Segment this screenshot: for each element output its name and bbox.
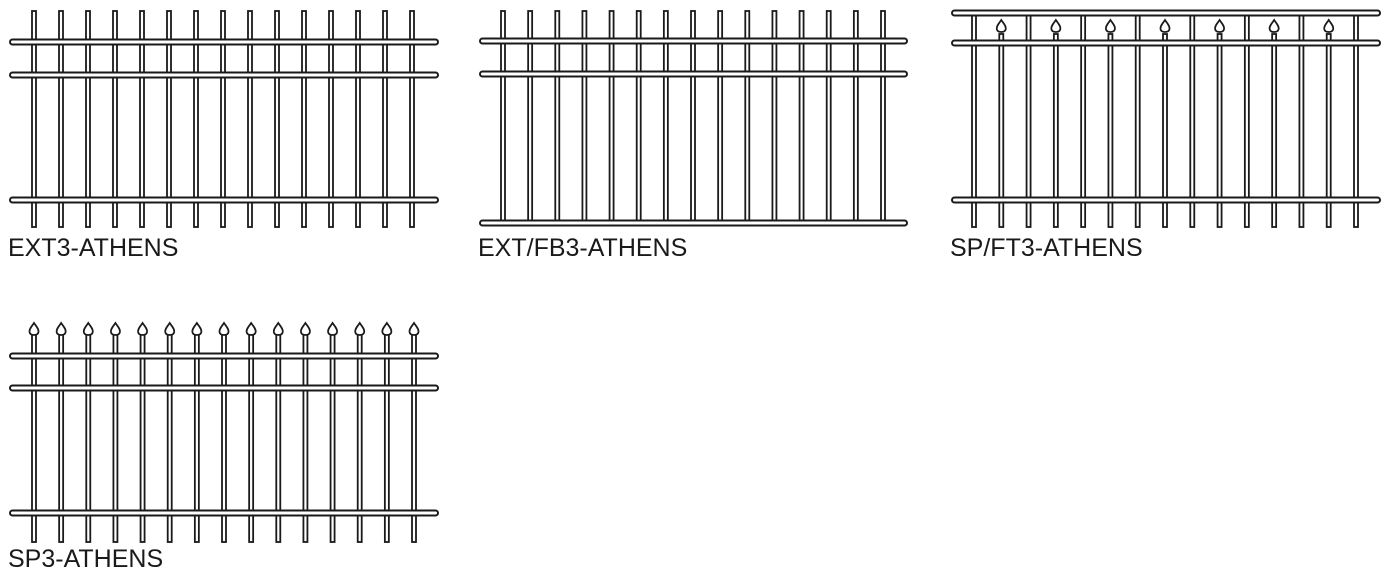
fence-drawing-extfb3 (479, 10, 908, 227)
spear-finial-2 (995, 18, 1007, 33)
picket-4 (1052, 33, 1059, 228)
spear-finial-4 (109, 321, 121, 336)
top-rail (9, 38, 439, 46)
fence-drawing-ext3 (9, 10, 439, 228)
picket-11 (301, 10, 307, 228)
picket-8 (220, 10, 226, 228)
middle-rail (9, 71, 439, 79)
picket-7 (193, 10, 199, 228)
bottom-rail (9, 509, 439, 517)
spear-finial-14 (381, 321, 393, 336)
middle-rail (9, 384, 439, 392)
picket-10 (1216, 33, 1223, 228)
picket-6 (166, 10, 172, 228)
spear-finial-8 (1159, 18, 1171, 33)
picket-12 (328, 10, 334, 228)
spear-finial-6 (164, 321, 176, 336)
bottom-rail (479, 219, 908, 227)
spear-finial-4 (1050, 18, 1062, 33)
top-rail (951, 9, 1381, 17)
spear-finial-14 (1323, 18, 1335, 33)
picket-10 (274, 10, 280, 228)
fence-label-extfb3: EXT/FB3-ATHENS (478, 234, 688, 262)
picket-1 (31, 10, 37, 228)
spear-finial-10 (272, 321, 284, 336)
spear-finial-10 (1214, 18, 1226, 33)
spear-finial-1 (28, 321, 40, 336)
fence-label-sp3: SP3-ATHENS (8, 545, 164, 573)
middle-rail (951, 39, 1381, 47)
picket-6 (1107, 33, 1114, 228)
middle-rail (479, 70, 908, 78)
fence-panel-sp3: SP3-ATHENS (0, 315, 460, 578)
picket-15 (409, 10, 415, 228)
picket-2 (58, 10, 64, 228)
spear-finial-6 (1104, 18, 1116, 33)
fence-label-spft3: SP/FT3-ATHENS (950, 234, 1143, 262)
fence-panel-spft3: SP/FT3-ATHENS (942, 0, 1392, 270)
fence-drawing-sp3 (9, 321, 439, 543)
spear-finial-3 (82, 321, 94, 336)
spear-finial-13 (354, 321, 366, 336)
fence-panel-extfb3: EXT/FB3-ATHENS (470, 0, 930, 270)
spear-finial-12 (1268, 18, 1280, 33)
spear-finial-9 (245, 321, 257, 336)
spear-finial-15 (408, 321, 420, 336)
bottom-rail (9, 196, 439, 204)
picket-3 (85, 10, 91, 228)
spear-finial-2 (55, 321, 67, 336)
picket-13 (355, 10, 361, 228)
picket-4 (112, 10, 118, 228)
bottom-rail (951, 196, 1381, 204)
fence-label-ext3: EXT3-ATHENS (8, 234, 179, 262)
picket-14 (1325, 33, 1332, 228)
picket-9 (247, 10, 253, 228)
spear-finial-7 (191, 321, 203, 336)
picket-8 (1162, 33, 1168, 228)
spear-finial-11 (299, 321, 311, 336)
spear-finial-5 (137, 321, 149, 336)
top-rail (9, 352, 439, 360)
picket-14 (382, 10, 388, 228)
picket-12 (1271, 33, 1278, 228)
spear-finial-8 (218, 321, 230, 336)
fence-panel-ext3: EXT3-ATHENS (0, 0, 460, 270)
picket-5 (139, 10, 145, 228)
spear-finial-12 (327, 321, 339, 336)
fence-drawing-spft3 (951, 9, 1381, 228)
picket-2 (998, 33, 1005, 228)
top-rail (479, 37, 908, 45)
